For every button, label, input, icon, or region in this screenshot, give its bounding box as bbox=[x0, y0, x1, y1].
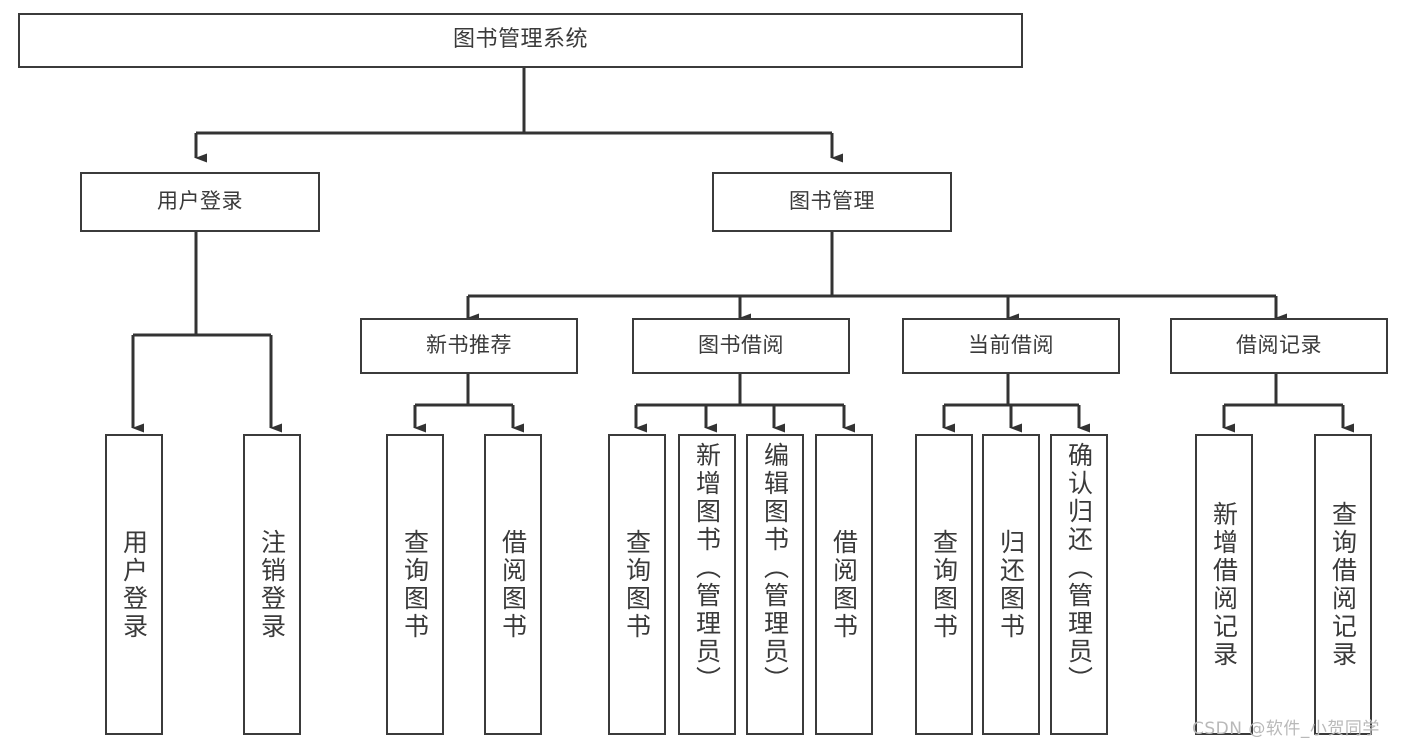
node-label: 当前借阅 bbox=[968, 333, 1054, 358]
node-label: 查询图书 bbox=[929, 528, 959, 641]
node-label: 新书推荐 bbox=[426, 333, 512, 358]
node-book-borrowing[interactable]: 图书借阅 bbox=[632, 318, 850, 374]
node-label: 编辑图书（管理员） bbox=[760, 442, 790, 694]
node-label: 用户登录 bbox=[119, 528, 149, 641]
csdn-watermark: CSDN @软件_小贺同学 bbox=[1192, 719, 1380, 739]
leaf-logout-login[interactable]: 注销登录 bbox=[243, 434, 301, 735]
leaf-borrow-books-recommend[interactable]: 借阅图书 bbox=[484, 434, 542, 735]
node-label: 用户登录 bbox=[157, 189, 243, 214]
node-label: 归还图书 bbox=[996, 528, 1026, 641]
leaf-edit-book-admin[interactable]: 编辑图书（管理员） bbox=[746, 434, 804, 735]
leaf-borrow-books[interactable]: 借阅图书 bbox=[815, 434, 873, 735]
node-label: 图书管理 bbox=[789, 189, 875, 214]
leaf-add-borrow-record[interactable]: 新增借阅记录 bbox=[1195, 434, 1253, 735]
node-label: 新增借阅记录 bbox=[1209, 500, 1239, 669]
leaf-return-books[interactable]: 归还图书 bbox=[982, 434, 1040, 735]
node-label: 图书借阅 bbox=[698, 333, 784, 358]
node-borrowing-record[interactable]: 借阅记录 bbox=[1170, 318, 1388, 374]
node-label: 查询图书 bbox=[622, 528, 652, 641]
leaf-add-book-admin[interactable]: 新增图书（管理员） bbox=[678, 434, 736, 735]
leaf-query-books-borrow[interactable]: 查询图书 bbox=[608, 434, 666, 735]
leaf-query-borrow-record[interactable]: 查询借阅记录 bbox=[1314, 434, 1372, 735]
node-label: 图书管理系统 bbox=[452, 27, 588, 53]
node-root-library-management-system[interactable]: 图书管理系统 bbox=[18, 13, 1023, 68]
node-book-management[interactable]: 图书管理 bbox=[712, 172, 952, 232]
node-label: 查询借阅记录 bbox=[1328, 500, 1358, 669]
node-label: 借阅记录 bbox=[1236, 333, 1322, 358]
node-label: 新增图书（管理员） bbox=[692, 442, 722, 694]
leaf-user-login[interactable]: 用户登录 bbox=[105, 434, 163, 735]
node-label: 注销登录 bbox=[257, 528, 287, 641]
node-current-borrowing[interactable]: 当前借阅 bbox=[902, 318, 1120, 374]
node-label: 查询图书 bbox=[400, 528, 430, 641]
node-user-login[interactable]: 用户登录 bbox=[80, 172, 320, 232]
leaf-query-books-current[interactable]: 查询图书 bbox=[915, 434, 973, 735]
leaf-confirm-return-admin[interactable]: 确认归还（管理员） bbox=[1050, 434, 1108, 735]
node-label: 借阅图书 bbox=[829, 528, 859, 641]
node-new-book-recommendation[interactable]: 新书推荐 bbox=[360, 318, 578, 374]
node-label: 借阅图书 bbox=[498, 528, 528, 641]
node-label: 确认归还（管理员） bbox=[1064, 442, 1094, 694]
leaf-query-books-recommend[interactable]: 查询图书 bbox=[386, 434, 444, 735]
